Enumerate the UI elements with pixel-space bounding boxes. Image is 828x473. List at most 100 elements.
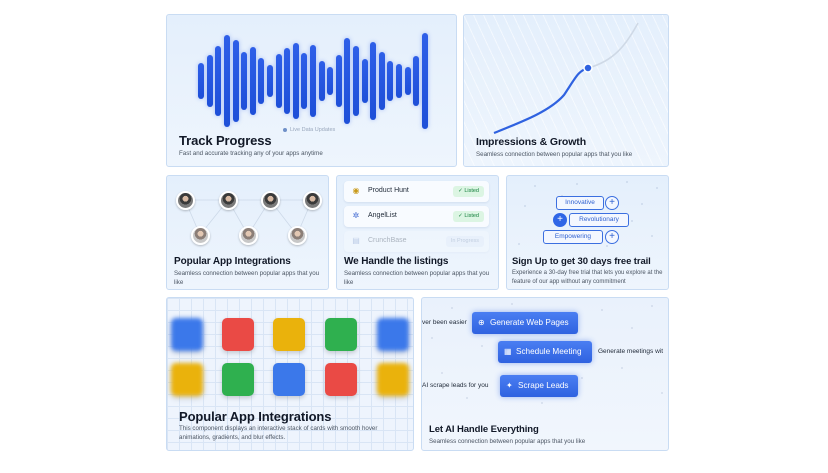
waveform-bar (387, 60, 394, 102)
waveform-bar (275, 54, 282, 108)
dot-pattern (518, 181, 658, 247)
waveform-bar (241, 52, 248, 110)
list-item-name: Product Hunt (368, 187, 409, 194)
card-description: Seamless connection between popular apps… (429, 438, 586, 445)
schedule-meeting-button[interactable]: ▦ Schedule Meeting (498, 341, 592, 363)
growth-curve (493, 22, 639, 135)
waveform-bar (404, 66, 411, 96)
live-indicator: Live Data Updates (283, 127, 335, 133)
sparkle-icon: ✦ (506, 381, 513, 390)
ai-side-text: Generate meetings wit (598, 348, 664, 355)
avatar[interactable] (288, 226, 307, 245)
waveform-bar (215, 46, 222, 116)
avatar[interactable] (219, 191, 238, 210)
add-icon[interactable]: + (553, 213, 567, 227)
waveform-bar (206, 54, 213, 108)
card-title: Sign Up to get 30 days free trail (512, 256, 651, 267)
app-tile[interactable] (377, 318, 409, 351)
live-label: Live Data Updates (290, 127, 336, 133)
avatar[interactable] (239, 226, 258, 245)
impressions-card: Impressions & Growth Seamless connection… (463, 14, 669, 167)
tag-innovative[interactable]: Innovative (556, 196, 604, 210)
card-title: Popular App Integrations (179, 409, 332, 424)
status-badge: ✓ Listed (453, 211, 484, 222)
card-description: This component displays an interactive s… (179, 425, 378, 441)
waveform-bar (335, 54, 342, 108)
app-tile[interactable] (222, 363, 254, 396)
avatar[interactable] (176, 191, 195, 210)
ai-card: ver been easier ⊕ Generate Web Pages ▦ Sch… (421, 297, 669, 451)
waveform-bar (301, 53, 308, 109)
add-icon[interactable]: + (605, 230, 619, 244)
card-description: Seamless connection between popular apps… (344, 270, 490, 286)
waveform-bar (361, 58, 368, 104)
waveform-bar (352, 46, 359, 116)
waveform-bar (267, 64, 274, 98)
status-badge: In Progress (445, 236, 484, 247)
live-dot-icon (283, 127, 287, 132)
calendar-icon: ▦ (504, 347, 512, 356)
list-item-product-hunt[interactable]: ◉ Product Hunt ✓ Listed (344, 181, 489, 202)
waveform-chart (197, 33, 429, 129)
integrations-small-card: Popular App Integrations Seamless connec… (166, 175, 329, 290)
status-badge-label: Listed (464, 213, 479, 219)
status-badge-label: Listed (464, 188, 479, 194)
app-tile-stack (167, 298, 413, 408)
product-hunt-icon: ◉ (352, 186, 360, 195)
button-label: Schedule Meeting (516, 347, 582, 356)
waveform-bar (395, 64, 402, 98)
waveform-bar (258, 57, 265, 105)
waveform-bar (292, 42, 299, 120)
crunchbase-icon: ▤ (352, 236, 360, 245)
integrations-big-card: Popular App Integrations This component … (166, 297, 414, 451)
waveform-bar (421, 33, 428, 129)
listings-card: ◉ Product Hunt ✓ Listed ✲ AngelList ✓ Li… (336, 175, 499, 290)
app-tile[interactable] (171, 318, 203, 351)
waveform-bar (378, 52, 385, 110)
globe-icon: ⊕ (478, 318, 485, 327)
waveform-bar (249, 47, 256, 115)
app-tile[interactable] (325, 318, 357, 351)
app-tile[interactable] (325, 363, 357, 396)
list-item-name: CrunchBase (368, 237, 407, 244)
card-description: Seamless connection between popular apps… (174, 270, 320, 286)
waveform-bar (232, 40, 239, 122)
app-tile[interactable] (273, 318, 305, 351)
waveform-bar (310, 45, 316, 117)
curve-point-icon (583, 63, 593, 73)
generate-web-pages-button[interactable]: ⊕ Generate Web Pages (472, 312, 578, 334)
signup-card: Innovative + + Revolutionary Empowering … (506, 175, 669, 290)
waveform-bar (370, 41, 377, 121)
app-tile[interactable] (171, 363, 203, 396)
waveform-bar (284, 48, 291, 114)
tag-revolutionary[interactable]: Revolutionary (569, 213, 629, 227)
card-title: We Handle the listings (344, 256, 449, 267)
status-badge: ✓ Listed (453, 186, 484, 197)
avatar[interactable] (261, 191, 280, 210)
avatar[interactable] (191, 226, 210, 245)
button-label: Generate Web Pages (490, 318, 569, 327)
card-title: Let AI Handle Everything (429, 424, 539, 435)
track-progress-card: Live Data Updates Track Progress Fast an… (166, 14, 457, 167)
waveform-bar (413, 56, 420, 106)
ai-side-text: AI scrape leads for you (422, 382, 489, 389)
list-item-crunchbase[interactable]: ▤ CrunchBase In Progress (344, 231, 489, 252)
list-item-angellist[interactable]: ✲ AngelList ✓ Listed (344, 206, 489, 227)
card-description: Fast and accurate tracking any of your a… (179, 150, 323, 157)
card-description: Seamless connection between popular apps… (476, 151, 633, 158)
waveform-bar (224, 35, 231, 127)
waveform-bar (327, 66, 334, 96)
ai-side-text: ver been easier (422, 319, 467, 326)
card-title: Impressions & Growth (476, 136, 587, 148)
waveform-bar (198, 62, 205, 100)
app-tile[interactable] (377, 363, 409, 396)
scrape-leads-button[interactable]: ✦Scrape Leads (500, 375, 578, 397)
tag-empowering[interactable]: Empowering (543, 230, 603, 244)
waveform-bar (318, 60, 325, 102)
app-tile[interactable] (222, 318, 254, 351)
app-tile[interactable] (273, 363, 305, 396)
list-item-name: AngelList (368, 212, 397, 219)
add-icon[interactable]: + (605, 196, 619, 210)
card-title: Track Progress (179, 133, 272, 148)
avatar[interactable] (303, 191, 322, 210)
